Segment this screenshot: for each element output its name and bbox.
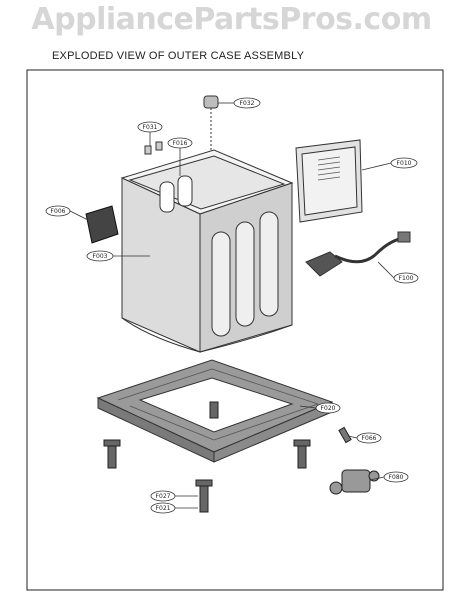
diagram-frame (26, 69, 444, 591)
part-f031-nozzles (144, 141, 163, 155)
label-f080: F080 (389, 474, 404, 481)
label-f100: F100 (399, 275, 414, 282)
part-f066-sensor (338, 426, 352, 444)
part-f010-back-cover (295, 139, 363, 223)
label-f003: F003 (93, 253, 108, 260)
part-f006-panel (85, 205, 119, 244)
label-f027: F027 (156, 493, 171, 500)
label-f066: F066 (362, 435, 377, 442)
part-f100-hose (305, 231, 411, 277)
site-watermark: AppliancePartsPros.com (31, 2, 432, 37)
part-f032-fitting (203, 95, 219, 150)
callout-labels: F032 F031 F016 F010 F006 F003 F100 F020 … (51, 100, 414, 512)
label-f020: F020 (321, 405, 336, 412)
diagram-title: EXPLODED VIEW OF OUTER CASE ASSEMBLY (52, 50, 305, 62)
base-bolts (103, 401, 311, 513)
cabinet-outer-case (120, 149, 294, 353)
label-f016: F016 (173, 140, 188, 147)
label-f032: F032 (240, 100, 255, 107)
label-f006: F006 (51, 208, 66, 215)
label-f031: F031 (143, 124, 158, 131)
part-f080-valve (329, 469, 380, 495)
label-f010: F010 (397, 160, 412, 167)
callouts (45, 97, 419, 514)
label-f021: F021 (156, 505, 171, 512)
